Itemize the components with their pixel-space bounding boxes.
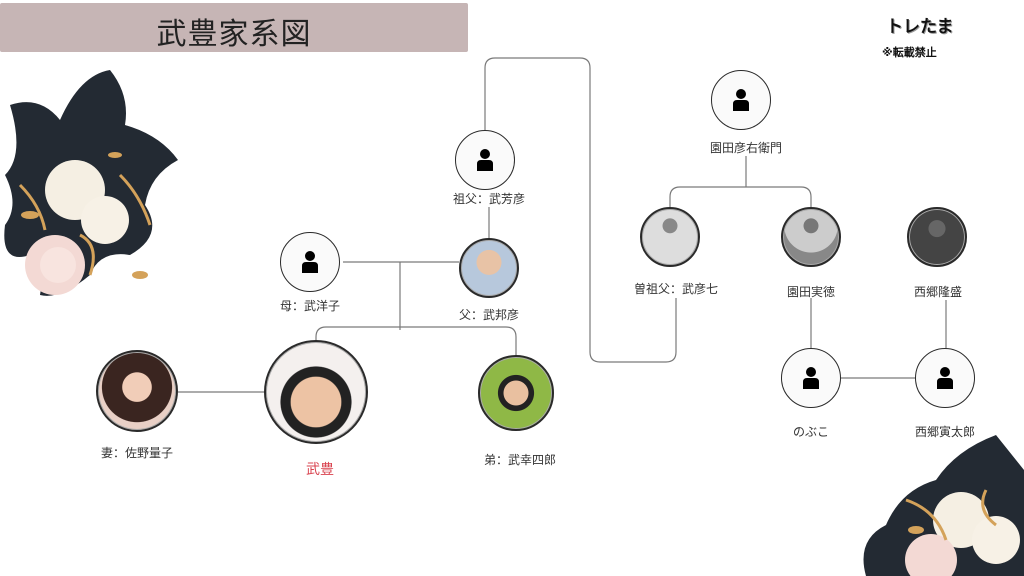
copyright-notice: ※転載禁止	[882, 46, 937, 59]
flower-decoration-top-left	[4, 70, 179, 296]
label-grandfather: 祖父：武芳彦	[452, 192, 526, 206]
person-icon	[733, 89, 749, 111]
photo-father[interactable]	[459, 238, 519, 298]
title-banner: 武豊家系図	[0, 3, 468, 52]
photo-brother[interactable]	[478, 355, 554, 431]
photo-wife[interactable]	[96, 350, 178, 432]
brand-logo: トレたま	[886, 17, 954, 37]
label-mother: 母：武洋子	[279, 299, 341, 313]
label-saigo-toratarou: 西郷寅太郎	[914, 425, 976, 439]
line-sonoda-to-children	[669, 156, 812, 207]
label-sonoda-sanetoku: 園田実徳	[786, 285, 836, 299]
photo-sonoda-sanetoku[interactable]	[781, 207, 841, 267]
line-children-bracket	[315, 326, 517, 355]
label-great-grandfather: 曽祖父：武彦七	[633, 282, 719, 296]
label-saigo-takamori: 西郷隆盛	[913, 285, 963, 299]
node-nobuko[interactable]	[781, 348, 841, 408]
photo-saigo-takamori[interactable]	[907, 207, 967, 267]
label-brother: 弟：武幸四郎	[483, 453, 557, 467]
label-nobuko: のぶこ	[792, 425, 830, 439]
node-saigo-toratarou[interactable]	[915, 348, 975, 408]
photo-great-grandfather[interactable]	[640, 207, 700, 267]
person-icon	[302, 251, 318, 273]
label-wife: 妻：佐野量子	[100, 446, 174, 460]
label-sonoda-hikouemon: 園田彦右衛門	[709, 141, 783, 155]
node-mother[interactable]	[280, 232, 340, 292]
node-sonoda-hikouemon[interactable]	[711, 70, 771, 130]
person-icon	[937, 367, 953, 389]
person-icon	[803, 367, 819, 389]
page-title: 武豊家系図	[156, 17, 312, 52]
label-self: 武豊	[306, 462, 334, 478]
label-father: 父：武邦彦	[458, 308, 520, 322]
photo-self[interactable]	[264, 340, 368, 444]
flower-decoration-bottom-right	[863, 435, 1024, 576]
line-grandfather-to-great-grandfather	[484, 57, 677, 363]
person-icon	[477, 149, 493, 171]
node-grandfather[interactable]	[455, 130, 515, 190]
